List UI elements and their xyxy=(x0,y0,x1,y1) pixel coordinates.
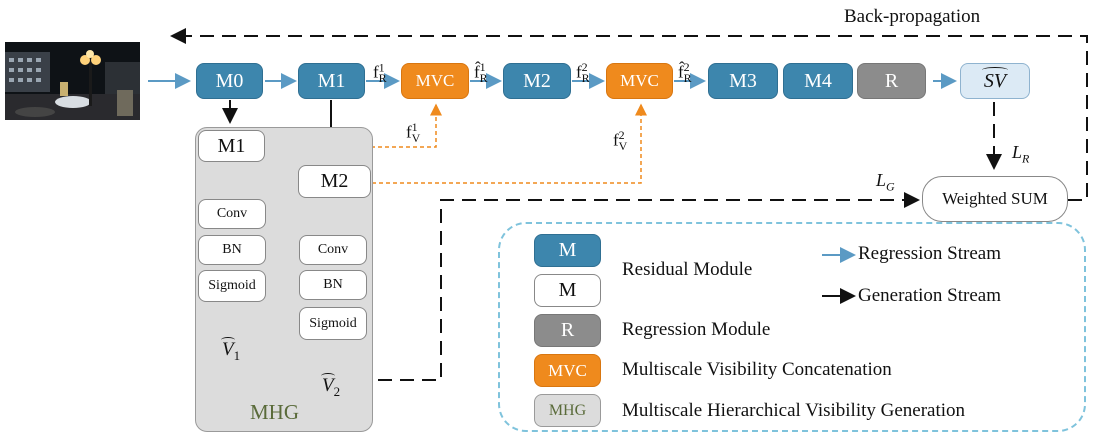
legend-panel xyxy=(498,222,1086,432)
legend-swatch-residual-blue: M xyxy=(534,234,601,267)
mhg-panel-label: MHG xyxy=(250,400,300,424)
legend-swatch-mvc: MVC xyxy=(534,354,601,387)
feature-label-fr1: f1R xyxy=(373,60,387,86)
legend-residual-label: Residual Module xyxy=(622,259,753,280)
feature-label-fr2-hat: f̂2R xyxy=(678,60,692,86)
mhg-branch1-m1: M1 xyxy=(198,130,265,162)
sv-hat-text: SV xyxy=(983,69,1007,92)
residual-module-m3: M3 xyxy=(708,63,778,99)
loss-arrows xyxy=(170,28,1088,381)
mhg-branch2-conv: Conv xyxy=(299,235,367,265)
residual-module-m4: M4 xyxy=(783,63,853,99)
hat-accent-icon xyxy=(981,66,1009,73)
legend-mvc-label: Multiscale Visibility Concatenation xyxy=(622,359,892,380)
legend-swatch-residual-white: M xyxy=(534,274,601,307)
legend-swatch-mhg: MHG xyxy=(534,394,601,427)
mhg-branch1-conv: Conv xyxy=(198,199,266,229)
legend-regression-stream-label: Regression Stream xyxy=(858,243,1002,264)
mhg-branch2-m2: M2 xyxy=(298,165,371,198)
loss-label-lr: LR xyxy=(1012,142,1030,166)
weighted-sum-node: Weighted SUM xyxy=(922,176,1068,222)
feature-label-fr1-hat: f̂1R xyxy=(474,60,488,86)
backprop-label: Back-propagation xyxy=(844,6,981,27)
legend-regression-module-label: Regression Module xyxy=(622,319,771,340)
loss-label-lg: LG xyxy=(876,170,895,194)
feature-label-fv1: f1V xyxy=(406,120,421,146)
v1-hat-output: V 1 xyxy=(221,337,241,363)
regression-module-r: R xyxy=(857,63,926,99)
legend-swatch-regression: R xyxy=(534,314,601,347)
hat-accent-icon xyxy=(321,373,335,379)
residual-module-m0: M0 xyxy=(196,63,263,99)
residual-module-m2: M2 xyxy=(503,63,571,99)
legend-generation-stream-label: Generation Stream xyxy=(858,285,1001,306)
residual-module-m1: M1 xyxy=(298,63,365,99)
hat-accent-icon xyxy=(221,337,235,343)
mhg-branch2-bn: BN xyxy=(299,270,367,300)
input-night-scene-image xyxy=(5,42,140,120)
legend-mhg-label: Multiscale Hierarchical Visibility Gener… xyxy=(622,400,966,421)
mhg-branch1-bn: BN xyxy=(198,235,266,265)
feature-label-fr2: f2R xyxy=(576,60,590,86)
feature-label-fv2: f2V xyxy=(613,128,628,154)
mvc-module-2: MVC xyxy=(606,63,673,99)
mvc-module-1: MVC xyxy=(401,63,469,99)
mhg-branch1-sigmoid: Sigmoid xyxy=(198,270,266,302)
sv-hat-output: SV xyxy=(960,63,1030,99)
mhg-branch2-sigmoid: Sigmoid xyxy=(299,307,367,340)
v2-hat-output: V 2 xyxy=(321,373,341,399)
